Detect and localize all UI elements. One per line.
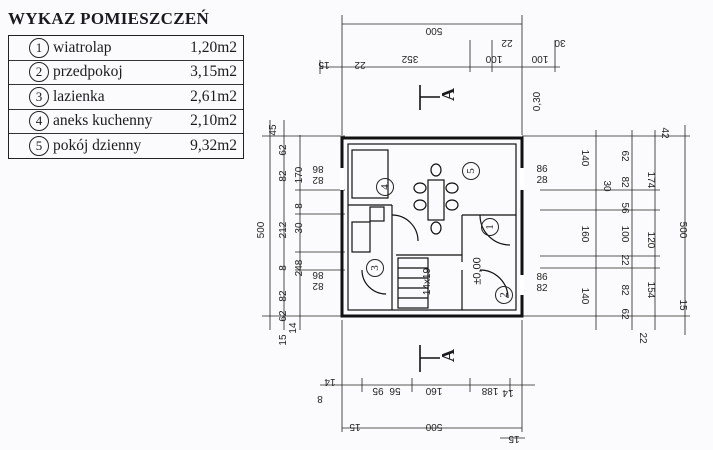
svg-text:56: 56 bbox=[389, 385, 401, 396]
room-name: wiatrolap bbox=[53, 38, 112, 56]
svg-text:15: 15 bbox=[508, 433, 520, 444]
svg-text:140: 140 bbox=[579, 288, 590, 305]
svg-text:86: 86 bbox=[536, 272, 548, 283]
room-area: 1,20m2 bbox=[190, 38, 237, 56]
svg-text:140: 140 bbox=[579, 150, 590, 167]
room-number-1: 1 bbox=[481, 218, 499, 236]
room-number-2: 2 bbox=[495, 286, 513, 304]
svg-text:62: 62 bbox=[278, 310, 289, 322]
svg-text:160: 160 bbox=[579, 226, 590, 243]
svg-text:8: 8 bbox=[317, 393, 323, 404]
svg-text:86: 86 bbox=[312, 163, 324, 174]
svg-text:174: 174 bbox=[645, 172, 656, 189]
svg-text:62: 62 bbox=[619, 308, 630, 320]
window-height-label: 0,30 bbox=[532, 91, 544, 112]
room-legend: WYKAZ POMIESZCZEŃ 1 wiatrolap 1,20m2 2 p… bbox=[8, 6, 244, 159]
room-number-3: 3 bbox=[366, 259, 384, 277]
section-marker-bottom: A bbox=[438, 349, 458, 362]
floor-level-label: ±0,00 bbox=[471, 257, 484, 285]
legend-row: 3 lazienka 2,61m2 bbox=[9, 84, 243, 109]
svg-text:45: 45 bbox=[268, 124, 279, 136]
legend-title: WYKAZ POMIESZCZEŃ bbox=[8, 9, 210, 28]
svg-text:82: 82 bbox=[278, 290, 289, 302]
legend-row: 5 pokój dzienny 9,32m2 bbox=[9, 133, 243, 158]
legend-table: 1 wiatrolap 1,20m2 2 przedpokoj 3,15m2 3… bbox=[8, 35, 244, 159]
svg-text:14: 14 bbox=[324, 376, 336, 387]
svg-text:154: 154 bbox=[645, 282, 656, 299]
room-area: 2,10m2 bbox=[190, 112, 237, 130]
svg-text:86: 86 bbox=[312, 269, 324, 280]
room-number-badge: 4 bbox=[29, 111, 49, 132]
svg-text:8: 8 bbox=[294, 203, 305, 209]
svg-text:14: 14 bbox=[288, 322, 299, 334]
svg-text:82: 82 bbox=[312, 280, 324, 291]
svg-text:14: 14 bbox=[502, 387, 514, 398]
svg-text:30: 30 bbox=[294, 222, 305, 234]
svg-text:82: 82 bbox=[536, 283, 548, 294]
legend-row: 1 wiatrolap 1,20m2 bbox=[9, 36, 243, 60]
legend-row: 4 aneks kuchenny 2,10m2 bbox=[9, 108, 243, 134]
room-area: 2,61m2 bbox=[190, 87, 237, 105]
svg-text:15: 15 bbox=[349, 421, 361, 432]
room-number-badge: 2 bbox=[29, 62, 49, 83]
svg-text:28: 28 bbox=[536, 175, 548, 186]
svg-text:56: 56 bbox=[619, 202, 630, 214]
svg-text:42: 42 bbox=[659, 127, 670, 139]
svg-text:15: 15 bbox=[318, 59, 330, 70]
svg-text:500: 500 bbox=[677, 222, 688, 239]
stair-label: 14x19 bbox=[422, 267, 434, 296]
svg-text:30: 30 bbox=[601, 180, 612, 192]
svg-text:95: 95 bbox=[372, 385, 384, 396]
svg-text:500: 500 bbox=[256, 221, 267, 238]
svg-text:8: 8 bbox=[278, 265, 289, 271]
svg-text:82: 82 bbox=[312, 174, 324, 185]
room-area: 9,32m2 bbox=[190, 136, 237, 154]
svg-text:352: 352 bbox=[401, 53, 418, 64]
room-area: 3,15m2 bbox=[190, 63, 237, 81]
svg-text:170: 170 bbox=[294, 166, 305, 183]
dim-top-overall: 500 bbox=[425, 25, 442, 36]
section-marker-top: A bbox=[438, 88, 458, 101]
svg-text:248: 248 bbox=[294, 259, 305, 276]
room-number-badge: 5 bbox=[29, 135, 49, 156]
svg-text:22: 22 bbox=[501, 37, 513, 48]
room-number-badge: 1 bbox=[29, 37, 49, 58]
svg-text:82: 82 bbox=[619, 284, 630, 296]
svg-text:30: 30 bbox=[554, 37, 566, 48]
room-number-4: 4 bbox=[376, 178, 394, 196]
svg-text:22: 22 bbox=[354, 59, 366, 70]
svg-text:62: 62 bbox=[619, 150, 630, 162]
room-name: przedpokoj bbox=[53, 63, 123, 81]
svg-text:82: 82 bbox=[619, 176, 630, 188]
room-number-5: 5 bbox=[462, 162, 480, 180]
legend-row: 2 przedpokoj 3,15m2 bbox=[9, 59, 243, 85]
svg-text:15: 15 bbox=[278, 334, 289, 346]
room-name: aneks kuchenny bbox=[53, 112, 153, 130]
svg-text:82: 82 bbox=[278, 170, 289, 182]
svg-text:212: 212 bbox=[278, 221, 289, 238]
room-name: lazienka bbox=[53, 87, 105, 105]
svg-text:100: 100 bbox=[619, 226, 630, 243]
svg-text:62: 62 bbox=[278, 144, 289, 156]
room-name: pokój dzienny bbox=[53, 136, 142, 154]
svg-text:160: 160 bbox=[425, 385, 442, 396]
svg-text:22: 22 bbox=[637, 332, 648, 344]
room-number-badge: 3 bbox=[29, 86, 49, 107]
svg-text:500: 500 bbox=[425, 421, 442, 432]
svg-text:188: 188 bbox=[481, 385, 498, 396]
svg-text:120: 120 bbox=[645, 232, 656, 249]
svg-text:86: 86 bbox=[536, 164, 548, 175]
svg-text:100: 100 bbox=[485, 53, 502, 64]
svg-text:22: 22 bbox=[619, 254, 630, 266]
svg-text:15: 15 bbox=[677, 299, 688, 311]
svg-text:100: 100 bbox=[531, 53, 548, 64]
